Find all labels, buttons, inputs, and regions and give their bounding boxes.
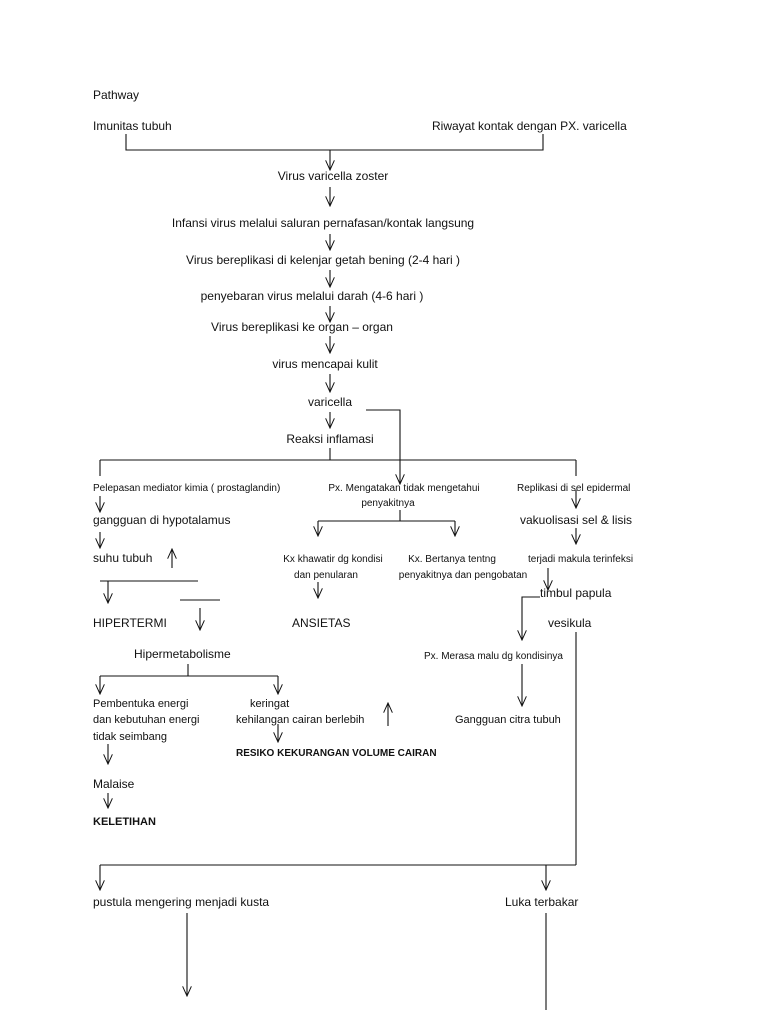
connector-varicella-to-px xyxy=(366,409,400,484)
node-ansietas: ANSIETAS xyxy=(292,616,351,630)
node-px-malu: Px. Merasa malu dg kondisinya xyxy=(424,651,563,662)
node-bereplikasi-organ: Virus bereplikasi ke organ – organ xyxy=(211,320,393,334)
node-reaksi: Reaksi inflamasi xyxy=(286,432,374,446)
node-hipertermi: HIPERTERMI xyxy=(93,616,167,630)
node-replikasi: Replikasi di sel epidermal xyxy=(517,483,631,494)
node-makula: terjadi makula terinfeksi xyxy=(528,554,634,565)
node-papula: timbul papula xyxy=(540,586,612,600)
node-virus-zoster: Virus varicella zoster xyxy=(277,169,389,183)
node-mencapai-kulit: virus mencapai kulit xyxy=(272,357,378,371)
node-px-mengatakan-line1: Px. Mengatakan tidak mengetahui xyxy=(328,483,480,494)
node-kx-bertanya-line1: Kx. Bertanya tentng xyxy=(408,554,496,565)
node-suhu: suhu tubuh xyxy=(93,551,153,565)
node-riwayat: Riwayat kontak dengan PX. varicella xyxy=(432,119,627,133)
node-kehilangan: kehilangan cairan berlebih xyxy=(236,714,365,726)
node-infansi: Infansi virus melalui saluran pernafasan… xyxy=(171,216,475,230)
node-resiko: RESIKO KEKURANGAN VOLUME CAIRAN xyxy=(236,748,437,759)
node-pembentuka-line2: dan kebutuhan energi xyxy=(93,714,200,726)
node-kx-khawatir-line1: Kx khawatir dg kondisi xyxy=(283,554,383,565)
node-pelepasan: Pelepasan mediator kimia ( prostaglandin… xyxy=(93,483,281,494)
node-penyebaran: penyebaran virus melalui darah (4-6 hari… xyxy=(200,289,424,303)
connector-papula-to-px-malu xyxy=(522,596,540,640)
node-citra: Gangguan citra tubuh xyxy=(455,714,561,726)
connector-top-bracket xyxy=(125,134,544,151)
node-keringat: keringat xyxy=(250,698,290,710)
node-gangguan-hipo: gangguan di hypotalamus xyxy=(93,513,231,527)
node-vakuolisasi: vakuolisasi sel & lisis xyxy=(520,513,633,527)
node-px-mengatakan-line2: penyakitnya xyxy=(361,498,415,509)
node-luka: Luka terbakar xyxy=(505,895,579,909)
node-keletihan: KELETIHAN xyxy=(93,816,156,828)
node-bereplikasi-kelenjar: Virus bereplikasi di kelenjar getah beni… xyxy=(186,253,460,267)
node-kx-khawatir-line2: dan penularan xyxy=(294,570,358,581)
node-vesikula: vesikula xyxy=(548,616,592,630)
node-pustula: pustula mengering menjadi kusta xyxy=(93,895,270,909)
node-hipermetabolisme: Hipermetabolisme xyxy=(134,647,231,661)
pathway-title: Pathway xyxy=(93,88,140,102)
node-pembentuka-line1: Pembentuka energi xyxy=(93,698,189,710)
node-imunitas: Imunitas tubuh xyxy=(93,119,172,133)
node-pembentuka-line3: tidak seimbang xyxy=(93,731,167,743)
node-malaise: Malaise xyxy=(93,777,135,791)
node-varicella: varicella xyxy=(307,395,353,409)
node-kx-bertanya-line2: penyakitnya dan pengobatan xyxy=(398,570,528,581)
